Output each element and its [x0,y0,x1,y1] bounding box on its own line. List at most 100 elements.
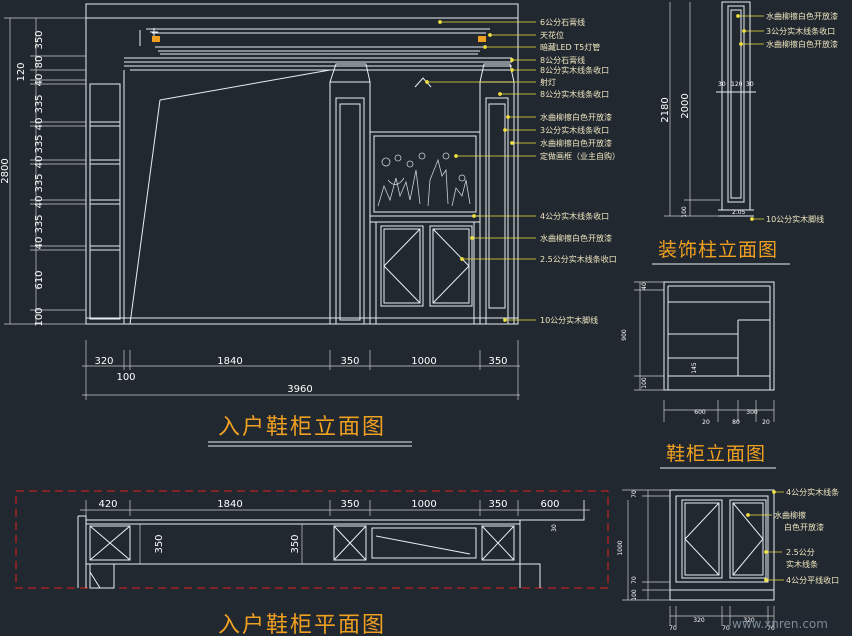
dimension-label: 600 [540,499,559,510]
column-elevation [716,1,756,217]
dimension-label: 1000 [411,499,436,510]
main-left-dimension-labels: 350 120 80 40 335 40 335 40 335 40 335 4… [0,30,45,326]
annotation-label: 2.5公分 [786,548,815,557]
annotation-label: 实木线条 [786,559,818,569]
dimension-label: 120 [16,62,27,81]
annotation-label: 水曲柳擦白色开放漆 [540,138,612,148]
dimension-label: 900 [621,329,628,341]
annotation-label: 8公分实木线条收口 [540,65,609,75]
dimension-label: 70 [631,576,638,584]
plan-dimension-labels: 420 1840 350 1000 350 600 350 350 30 [98,499,559,554]
column-dimensions [664,2,720,217]
door-detail [669,489,775,601]
dimension-label: 335 [34,214,45,233]
dimension-label: 610 [34,270,45,289]
dimension-label: 350 [488,356,507,367]
plan-wall-outline [15,490,609,589]
plan-dimensions [80,500,590,564]
annotation-label: 4公分实木线条收口 [540,211,609,221]
dimension-label: 2.05 [732,209,746,216]
dimension-label: 80 [732,419,740,426]
elevation-frame [85,17,519,325]
column-labels: 水曲柳擦白色开放漆 3公分实木线条收口 水曲柳擦白色开放漆 10公分实木脚线 2… [660,11,838,224]
dimension-label: 420 [98,499,117,510]
annotation-label: 水曲柳擦白色开放漆 [540,112,612,122]
door-detail-leaders [746,490,784,582]
dimension-label: 70 [767,625,775,632]
annotation-label: 白色开放漆 [784,522,824,532]
overall-height-label: 2800 [0,158,11,183]
dimension-label: 20 [702,419,710,426]
dimension-label: 30 [551,524,558,532]
dimension-label: 350 [340,356,359,367]
dimension-label: 350 [34,30,45,49]
annotation-label: 天花位 [540,30,564,40]
annotation-label: 2.5公分实木线条收口 [540,254,617,264]
dimension-label: 145 [691,362,698,374]
column-leaders [736,14,764,221]
dimension-label: 320 [94,356,113,367]
dimension-label: 20 [762,419,770,426]
dimension-label: 40 [34,196,45,209]
shoe-cabinet-labels: 40 900 100 145 600 20 300 80 20 [621,282,770,426]
shoe-cabinet-dimensions [634,281,775,422]
dimension-label: 2180 [660,97,671,122]
main-bottom-dimension-labels: 320 1840 350 1000 350 100 3960 [94,356,507,395]
annotation-label: 6公分石膏线 [540,17,585,27]
dimension-label: 40 [34,237,45,250]
annotation-label: 定做画框（业主自购） [540,151,620,161]
annotation-label: 8公分石膏线 [540,55,585,65]
plan-view [15,490,609,589]
dimension-label: 30 [746,81,754,88]
dimension-label: 320 [693,617,705,624]
main-leaders [425,20,536,322]
dimension-label: 70 [722,625,730,632]
dimension-label: 100 [34,307,45,326]
dimension-label: 40 [34,118,45,131]
dimension-label: 40 [34,74,45,87]
dimension-label: 350 [290,534,301,553]
dimension-label: 1840 [217,499,242,510]
dimension-label: 600 [694,409,706,416]
door-detail-labels: 4公分实木线条 水曲柳擦 白色开放漆 2.5公分 实木线条 4公分平线收口 70… [617,487,839,632]
dimension-label: 350 [154,534,165,553]
dimension-label: 335 [34,173,45,192]
title-column-elevation: 装饰柱立面图 [658,239,778,261]
annotation-label: 10公分实木脚线 [540,315,598,325]
dimension-label: 1000 [617,540,624,555]
main-annotation-labels: 6公分石膏线 天花位 暗藏LED T5灯管 8公分石膏线 8公分实木线条收口 射… [540,17,620,325]
dimension-label: 100 [641,377,648,389]
annotation-label: 3公分实木线条收口 [766,26,835,36]
annotation-label: 水曲柳擦白色开放漆 [540,233,612,243]
annotation-label: 4公分平线收口 [786,575,839,585]
ceiling-slab [85,3,519,19]
main-elevation [85,3,519,325]
title-shoe-cabinet-elevation: 鞋柜立面图 [666,443,766,465]
annotation-label: 水曲柳擦白色开放漆 [766,11,838,21]
dimension-label: 30 [718,81,726,88]
overall-width-label: 3960 [287,384,312,395]
dimension-label: 100 [631,589,638,601]
dimension-label: 100 [116,372,135,383]
main-bottom-dimensions [82,340,520,400]
annotation-label: 水曲柳擦 [774,510,806,520]
dimension-label: 120 [731,81,743,88]
dimension-label: 1000 [411,356,436,367]
dimension-label: 70 [669,625,677,632]
dimension-label: 70 [631,490,638,498]
dimension-label: 300 [746,409,758,416]
dimension-label: 2000 [680,93,691,118]
dimension-label: 320 [743,617,755,624]
annotation-label: 8公分实木线条收口 [540,89,609,99]
dimension-label: 335 [34,94,45,113]
dimension-label: 335 [34,134,45,153]
annotation-label: 水曲柳擦白色开放漆 [766,39,838,49]
dimension-label: 80 [34,56,45,69]
dimension-label: 100 [681,206,688,218]
annotation-label: 10公分实木脚线 [766,214,824,224]
dimension-label: 40 [34,156,45,169]
annotation-label: 4公分实木线条 [786,487,839,497]
dimension-label: 350 [340,499,359,510]
annotation-label: 暗藏LED T5灯管 [540,42,600,52]
watermark: www.xnren.com [732,617,828,631]
